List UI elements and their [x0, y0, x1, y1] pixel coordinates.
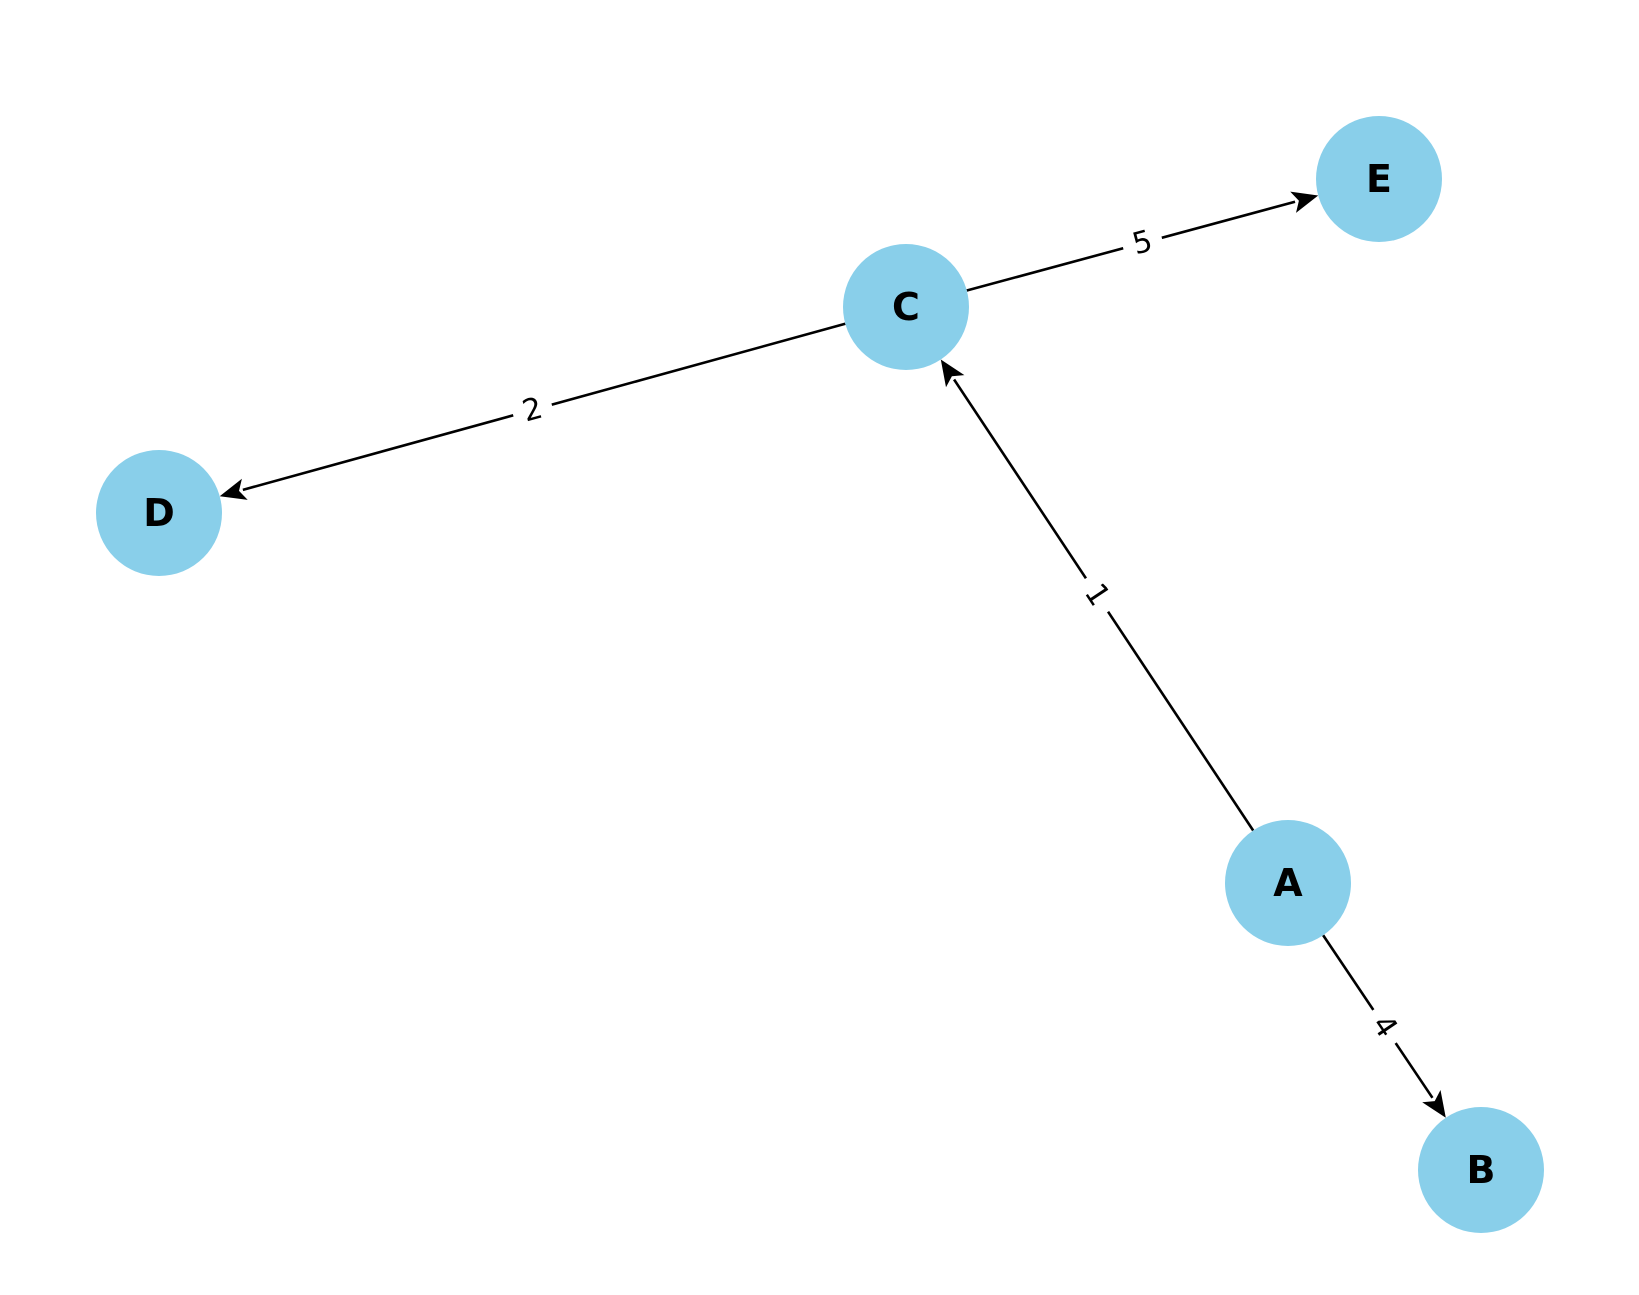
arrow-head-icon — [1422, 1090, 1446, 1118]
node-A: A — [1225, 820, 1351, 946]
node-circle — [1316, 116, 1442, 242]
node-circle — [1225, 820, 1351, 946]
node-C: C — [843, 244, 969, 370]
edge-weight-label: 1 — [1067, 566, 1127, 624]
edge-weight-label: 2 — [507, 383, 558, 437]
edge-C-D: 2 — [219, 322, 846, 500]
edge-label-background — [507, 383, 558, 437]
edge-label-background — [1067, 566, 1127, 624]
edge-A-C: 1 — [940, 359, 1255, 832]
node-B: B — [1418, 1107, 1544, 1233]
node-E: E — [1316, 116, 1442, 242]
node-circle — [96, 450, 222, 576]
arrow-head-icon — [1290, 191, 1319, 213]
node-label: B — [1467, 1148, 1496, 1192]
node-label: A — [1273, 861, 1303, 905]
node-label: D — [143, 491, 175, 535]
node-label: C — [892, 285, 920, 329]
node-D: D — [96, 450, 222, 576]
edge-C-E: 5 — [966, 191, 1319, 292]
edge-A-B: 4 — [1322, 934, 1446, 1118]
edges-layer: 1 4 2 5 — [219, 191, 1446, 1118]
edge-weight-label: 5 — [1117, 216, 1168, 270]
node-label: E — [1366, 157, 1392, 201]
arrow-head-icon — [219, 478, 248, 500]
nodes-layer: A B C D E — [96, 116, 1544, 1233]
arrow-head-icon — [940, 359, 965, 388]
node-circle — [1418, 1107, 1544, 1233]
node-circle — [843, 244, 969, 370]
edge-label-background — [1355, 997, 1414, 1056]
edge-label-background — [1117, 216, 1168, 270]
edge-weight-label: 4 — [1355, 997, 1414, 1056]
